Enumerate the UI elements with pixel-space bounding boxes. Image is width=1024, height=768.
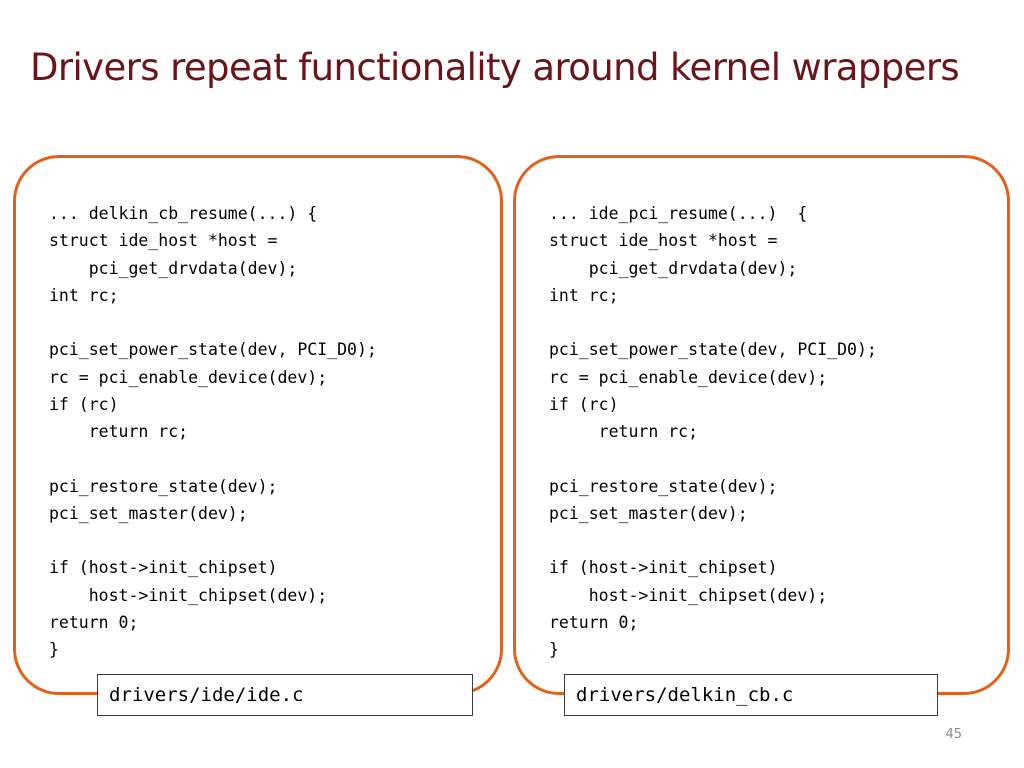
code-line: return 0; [49,612,139,632]
code-line: pci_set_power_state(dev, PCI_D0); [49,340,377,360]
code-line: return rc; [49,422,189,441]
code-listing-left: ... delkin_cb_resume(...) { struct ide_h… [49,200,377,663]
code-line [549,527,877,554]
code-line: int rc; [49,285,119,305]
file-path-label-right: drivers/delkin_cb.c [564,674,938,716]
code-line: ... delkin_cb_resume(...) { [49,204,318,223]
code-listing-right: ... ide_pci_resume(...) { struct ide_hos… [549,200,877,663]
code-line: rc = pci_enable_device(dev); [549,367,828,387]
file-path-label-left: drivers/ide/ide.c [97,674,473,716]
code-line: if (rc) [549,394,619,414]
code-line: } [549,640,559,659]
code-line: pci_set_master(dev); [49,503,248,523]
code-line: pci_get_drvdata(dev); [49,258,298,278]
code-line: if (rc) [49,394,119,414]
code-line: int rc; [549,285,619,305]
code-line: struct ide_host *host = [549,231,778,251]
code-line [549,309,877,336]
code-line: ... ide_pci_resume(...) { [549,204,808,223]
code-line: } [49,640,59,659]
page-number: 45 [945,727,962,742]
code-line: return 0; [549,612,639,632]
code-line [49,309,377,336]
code-line: struct ide_host *host = [49,231,278,251]
code-line [49,445,377,472]
code-line: pci_restore_state(dev); [49,476,278,496]
code-line [549,445,877,472]
code-line [49,527,377,554]
code-panel-left: ... delkin_cb_resume(...) { struct ide_h… [13,155,503,695]
code-line: pci_set_master(dev); [549,503,748,523]
code-panel-right: ... ide_pci_resume(...) { struct ide_hos… [513,155,1010,695]
code-line: host->init_chipset(dev); [49,585,328,605]
slide-title: Drivers repeat functionality around kern… [30,46,960,89]
code-line: pci_get_drvdata(dev); [549,258,798,278]
code-line: rc = pci_enable_device(dev); [49,367,328,387]
code-line: if (host->init_chipset) [549,558,778,578]
code-line: return rc; [549,422,699,441]
code-line: pci_set_power_state(dev, PCI_D0); [549,340,877,360]
code-line: if (host->init_chipset) [49,558,278,578]
code-line: host->init_chipset(dev); [549,585,828,605]
code-line: pci_restore_state(dev); [549,476,778,496]
